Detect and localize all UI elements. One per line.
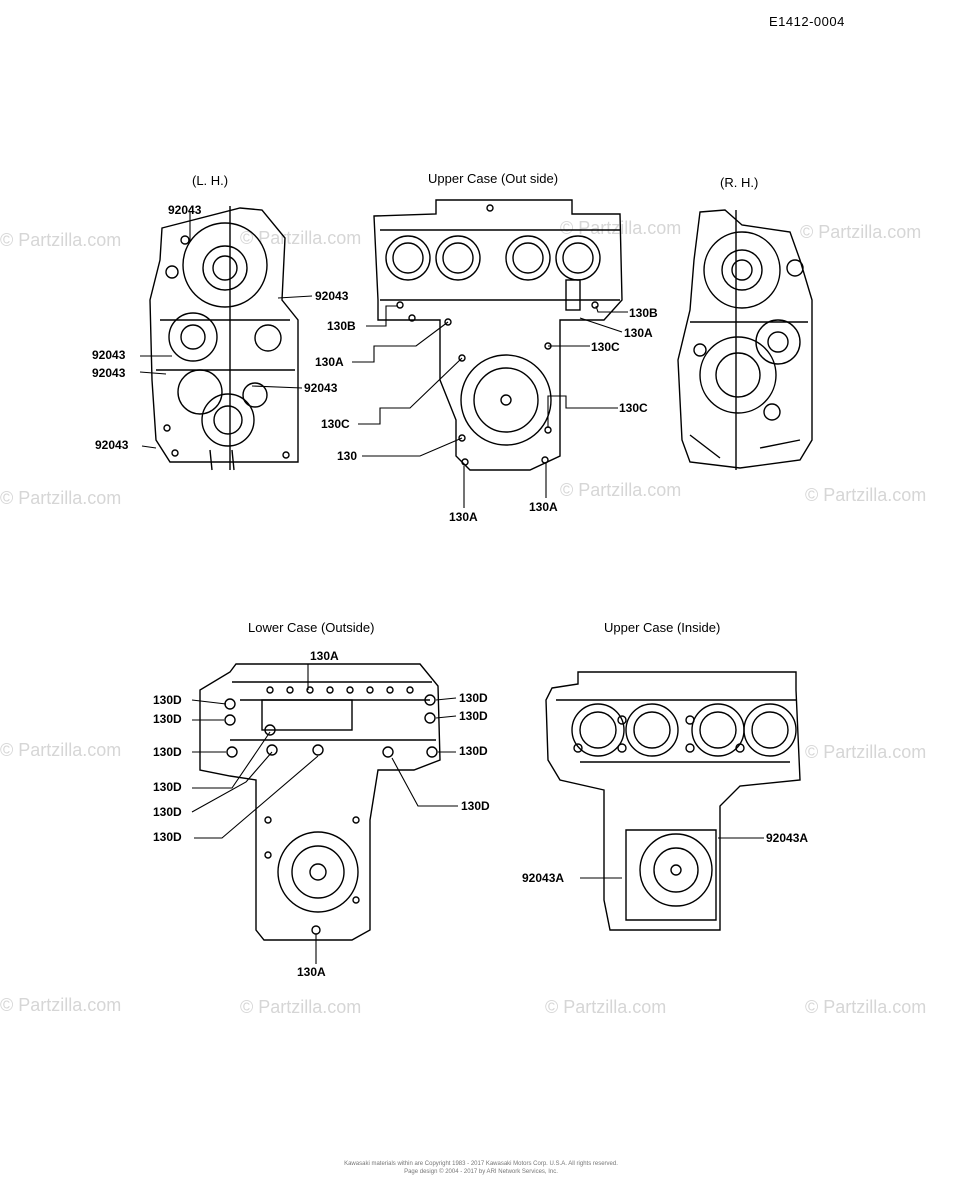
part-label: 92043	[95, 438, 129, 452]
part-label: 92043	[304, 381, 338, 395]
part-label: 130D	[461, 799, 490, 813]
part-label: 130A	[529, 500, 558, 514]
part-label: 130C	[321, 417, 350, 431]
part-label: 130D	[153, 712, 182, 726]
upper-inside-title: Upper Case (Inside)	[604, 620, 721, 635]
part-label: 130D	[153, 830, 182, 844]
part-label: 130D	[459, 691, 488, 705]
part-label: 130A	[297, 965, 326, 979]
watermark: © Partzilla.com	[805, 742, 927, 762]
copyright-line: Kawasaki materials within are Copyright …	[344, 1161, 618, 1167]
leader-lines	[139, 212, 764, 964]
part-label: 130D	[153, 805, 182, 819]
part-label: 92043	[92, 348, 126, 362]
part-label: 130A	[449, 510, 478, 524]
rh-case-drawing	[677, 209, 813, 470]
page-design-line: Page design © 2004 - 2017 by ARI Network…	[404, 1169, 558, 1175]
part-label: 130B	[327, 319, 356, 333]
part-label: 130D	[153, 780, 182, 794]
lh-title: (L. H.)	[192, 173, 229, 188]
part-label: 130D	[153, 745, 182, 759]
part-label: 130A	[624, 326, 653, 340]
watermark: © Partzilla.com	[560, 480, 682, 500]
watermark: © Partzilla.com	[0, 995, 122, 1015]
watermark: © Partzilla.com	[240, 997, 362, 1017]
part-label: 130C	[591, 340, 620, 354]
part-label: 130A	[310, 649, 339, 663]
part-label: 92043A	[766, 831, 809, 845]
part-label: 130C	[619, 401, 648, 415]
watermark: © Partzilla.com	[805, 997, 927, 1017]
part-label: 92043A	[522, 871, 565, 885]
diagram-code: E1412-0004	[769, 14, 845, 29]
lower-outside-drawing	[199, 663, 441, 941]
part-label: 92043	[168, 203, 202, 217]
part-label: 130	[337, 449, 358, 463]
part-label: 130B	[629, 306, 658, 320]
rh-title: (R. H.)	[720, 175, 759, 190]
watermark: © Partzilla.com	[805, 485, 927, 505]
watermark: © Partzilla.com	[0, 230, 122, 250]
upper-outside-drawing	[373, 199, 623, 471]
watermark: © Partzilla.com	[800, 222, 922, 242]
watermark: © Partzilla.com	[240, 228, 362, 248]
part-label: 130D	[153, 693, 182, 707]
upper-outside-title: Upper Case (Out side)	[428, 171, 559, 186]
lh-case-drawing	[149, 206, 299, 471]
part-label: 92043	[92, 366, 126, 380]
part-label: 130D	[459, 709, 488, 723]
watermark: © Partzilla.com	[0, 740, 122, 760]
lower-outside-title: Lower Case (Outside)	[248, 620, 375, 635]
part-label: 92043	[315, 289, 349, 303]
part-label: 130D	[459, 744, 488, 758]
part-label: 130A	[315, 355, 344, 369]
watermark: © Partzilla.com	[545, 997, 667, 1017]
watermark: © Partzilla.com	[0, 488, 122, 508]
upper-inside-drawing	[545, 671, 801, 931]
